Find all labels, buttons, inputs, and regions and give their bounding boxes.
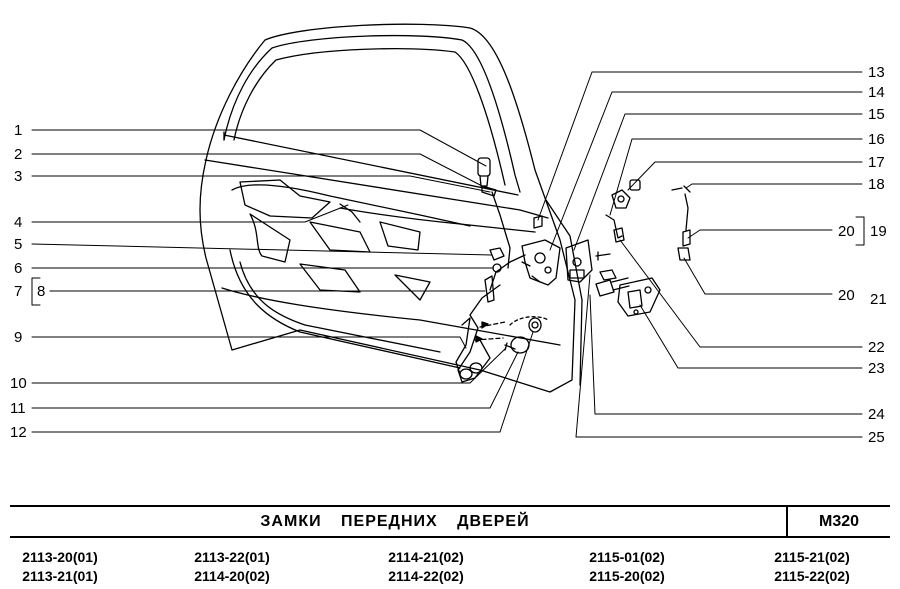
part-23-striker-plate <box>617 277 661 317</box>
callout-11: 11 <box>10 400 26 417</box>
callout-17: 17 <box>868 154 885 171</box>
callout-8: 8 <box>37 283 45 300</box>
callout-15: 15 <box>868 106 885 123</box>
callout-22: 22 <box>868 339 885 356</box>
model-column-1: 2113-20(01) 2113-21(01) <box>0 548 120 586</box>
part-15-lock-body <box>565 239 593 283</box>
part-25-screw <box>595 251 617 281</box>
callout-4: 4 <box>14 214 22 231</box>
callout-10: 10 <box>10 375 27 392</box>
grouping-brackets <box>31 216 865 306</box>
callout-18: 18 <box>868 176 885 193</box>
part-18-button <box>671 185 691 231</box>
callout-7: 7 <box>14 283 22 300</box>
callout-23: 23 <box>868 360 885 377</box>
part-17-grommet <box>611 179 641 209</box>
part-12-bushing <box>528 317 542 333</box>
part-14-lock-mechanism <box>521 239 561 286</box>
callout-9: 9 <box>14 329 22 346</box>
model-code: 2113-21(01) <box>22 568 98 584</box>
callout-1: 1 <box>14 122 22 139</box>
callout-20-a: 20 <box>838 223 855 240</box>
part-20-lock-rod-assembly <box>677 229 691 261</box>
leader-lines <box>31 71 863 438</box>
model-list: 2113-20(01) 2113-21(01) 2113-22(01) 2114… <box>0 548 900 588</box>
callout-5: 5 <box>14 236 22 253</box>
model-column-4: 2115-01(02) 2115-20(02) <box>567 548 687 586</box>
door-locks-diagram: 1 2 3 4 5 6 7 8 9 10 11 12 13 14 15 16 1… <box>10 23 887 446</box>
title-divider <box>786 507 788 536</box>
diagram-code: M320 <box>818 513 860 530</box>
model-column-3: 2114-21(02) 2114-22(02) <box>366 548 486 586</box>
model-code: 2114-22(02) <box>388 568 464 584</box>
model-code: 2115-22(02) <box>774 568 850 584</box>
model-code: 2113-20(01) <box>22 549 98 565</box>
model-code: 2115-21(02) <box>774 549 850 565</box>
part-5-rod-clip <box>489 247 505 261</box>
callout-labels: 1 2 3 4 5 6 7 8 9 10 11 12 13 14 15 16 1… <box>10 64 887 446</box>
diagram-title: ЗАМКИ ПЕРЕДНИХ ДВЕРЕЙ <box>260 513 530 530</box>
model-code: 2115-20(02) <box>589 568 665 584</box>
callout-24: 24 <box>868 406 885 423</box>
callout-12: 12 <box>10 424 27 441</box>
part-8-inner-handle-rod <box>484 275 495 303</box>
model-code: 2113-22(01) <box>194 549 270 565</box>
part-9-inside-handle <box>455 314 506 383</box>
callout-14: 14 <box>868 84 885 101</box>
callout-6: 6 <box>14 260 22 277</box>
title-bar: ЗАМКИ ПЕРЕДНИХ ДВЕРЕЙ M320 <box>10 505 890 538</box>
model-code: 2114-20(02) <box>194 568 270 584</box>
callout-25: 25 <box>868 429 885 446</box>
callout-2: 2 <box>14 146 22 163</box>
callout-13: 13 <box>868 64 885 81</box>
model-code: 2114-21(02) <box>388 549 464 565</box>
model-column-5: 2115-21(02) 2115-22(02) <box>752 548 872 586</box>
model-column-2: 2113-22(01) 2114-20(02) <box>172 548 292 586</box>
callout-20-b: 20 <box>838 287 855 304</box>
callout-19: 19 <box>870 223 887 240</box>
callout-16: 16 <box>868 131 885 148</box>
callout-3: 3 <box>14 168 22 185</box>
part-13-clip <box>533 215 543 229</box>
part-10-screw <box>504 342 516 351</box>
callout-21: 21 <box>870 291 887 308</box>
part-16-lock-rod <box>605 214 625 243</box>
part-24-bolt <box>595 277 630 297</box>
model-code: 2115-01(02) <box>589 549 665 565</box>
